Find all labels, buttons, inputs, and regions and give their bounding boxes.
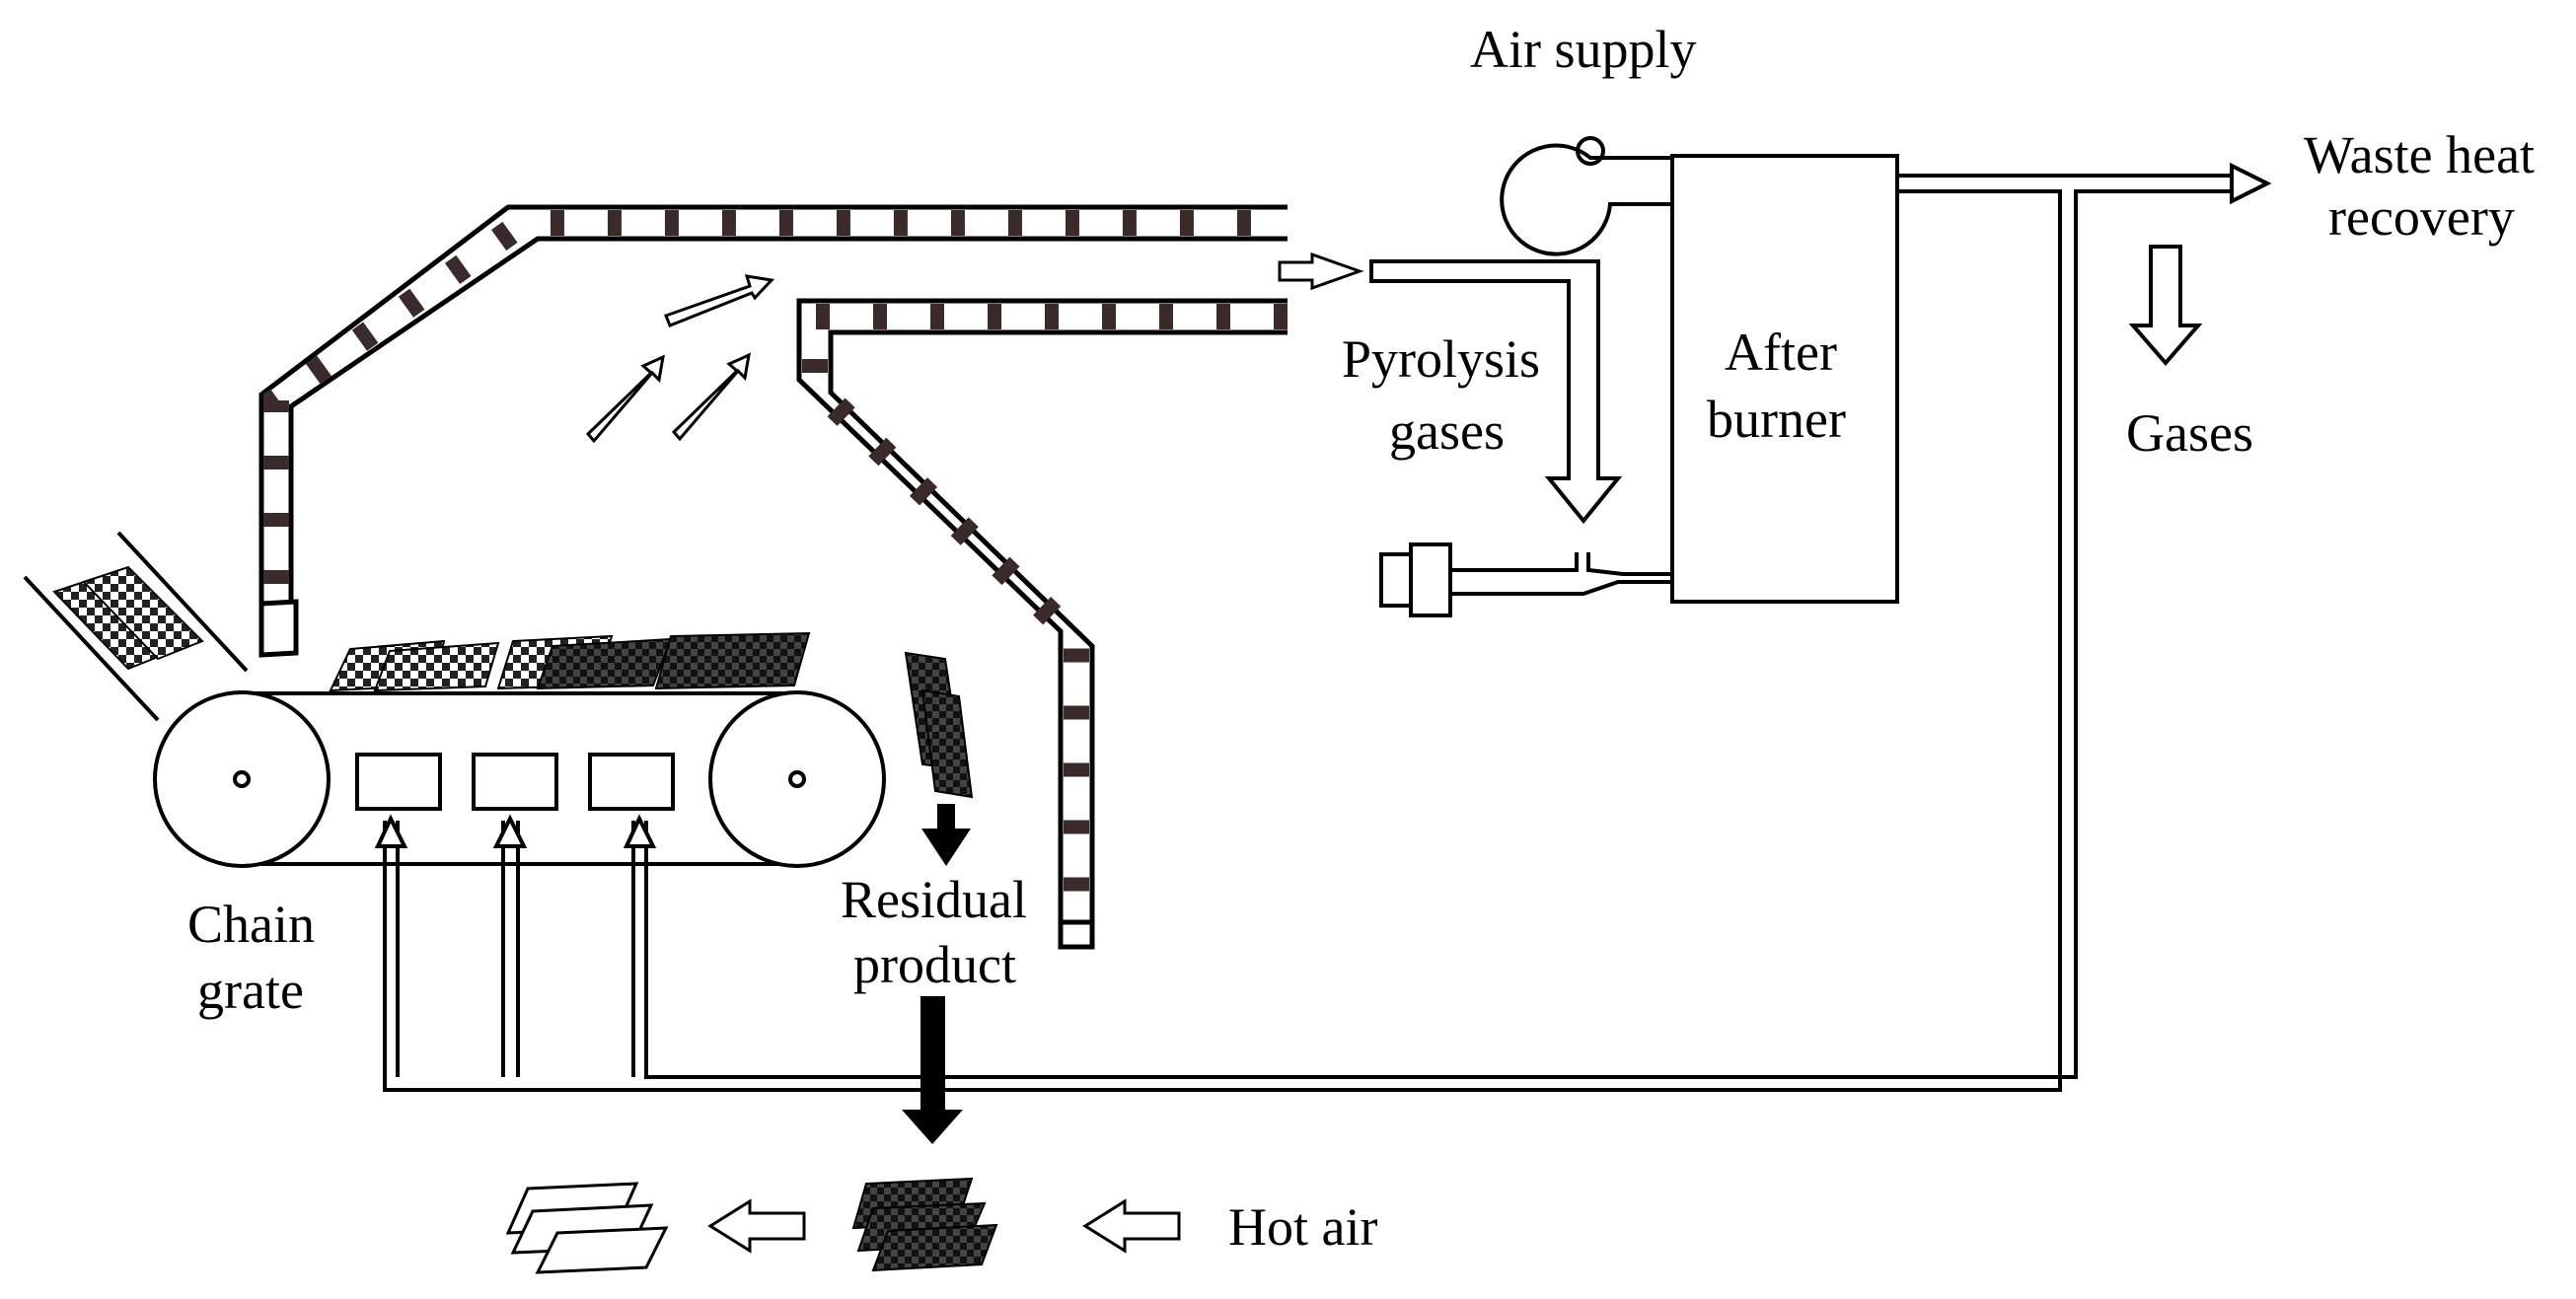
pyrolysis-gases-label-line2: gases: [1389, 401, 1505, 461]
chute-upper-line: [23, 575, 160, 722]
residual-product-label-line2: product: [853, 935, 1016, 994]
residual-product-fall: [904, 651, 974, 799]
gases-label: Gases: [2126, 403, 2253, 463]
hood-right-hatching: [802, 304, 1288, 947]
gas-flow-arrow: [585, 354, 665, 444]
pyrolysis-chamber-hood: [258, 204, 1288, 950]
air-zone-box-2: [472, 753, 558, 811]
hood-left-inner-wall: [288, 236, 1288, 651]
residual-chunk: [920, 688, 974, 799]
chain-grate-label-line1: Chain: [187, 895, 315, 954]
fan-housing: [1500, 143, 1672, 256]
burner-feed-line-top: [1450, 552, 1579, 572]
hood-right-outer-wall: [796, 298, 1288, 947]
gas-flow-arrows: [585, 252, 1364, 444]
left-wheel-axle-icon: [233, 770, 251, 788]
waste-heat-pipe-bottom: [383, 189, 2062, 1092]
cooled-product-arrow: [707, 1198, 806, 1254]
burner-feed-line-bottom: [1450, 580, 1672, 596]
pyrolysis-gas-down-arrow: [1369, 259, 1623, 525]
material-batch-light: [373, 641, 500, 692]
burner-feed-line-join: [1586, 552, 1672, 576]
gas-flow-arrow: [1278, 252, 1364, 291]
recycle-pipe-inner: [644, 189, 2232, 1079]
material-on-grate: [329, 631, 811, 692]
hot-air-inlet-arrow: [1082, 1198, 1181, 1254]
gas-flow-arrow: [671, 352, 751, 442]
chain-grate-label-line2: grate: [197, 961, 304, 1020]
hot-air-up-arrow: [623, 814, 657, 848]
hood-left-hatching: [263, 210, 1288, 641]
hood-left-outer-wall: [258, 204, 1288, 641]
waste-heat-piping: [374, 162, 2272, 1092]
cooled-product-stack: [505, 1182, 669, 1274]
waste-heat-label-line2: recovery: [2328, 187, 2515, 247]
hot-air-label: Hot air: [1228, 1197, 1377, 1257]
gas-flow-arrow: [664, 274, 775, 327]
hood-right-inner-wall: [828, 329, 1288, 947]
fan-hub-icon: [1576, 136, 1605, 166]
feed-chute: [23, 531, 249, 722]
feedstock-sheet: [82, 565, 204, 661]
hot-residual-stack: [851, 1177, 998, 1272]
gases-down-arrow: [2128, 245, 2203, 367]
waste-heat-label-line1: Waste heat: [2304, 125, 2535, 184]
hood-right-end-cap: [1058, 919, 1095, 950]
residual-down-arrow: [921, 804, 971, 866]
hot-air-up-arrow: [374, 814, 408, 848]
right-wheel-axle-icon: [788, 770, 806, 788]
chute-lower-line: [116, 531, 249, 673]
waste-heat-arrowhead: [2230, 162, 2272, 205]
chain-grate-conveyor: [153, 690, 886, 868]
air-zone-box-3: [588, 753, 675, 811]
residual-product-label-line1: Residual: [841, 870, 1027, 929]
cooled-sheet: [535, 1226, 669, 1274]
after-burner-box: [1670, 154, 1899, 604]
air-supply-label: Air supply: [1470, 20, 1697, 79]
air-zone-box-1: [355, 753, 442, 811]
hot-residual-sheet: [871, 1223, 998, 1272]
burner-nozzle-tip-icon: [1409, 542, 1452, 617]
pyrolysis-gases-label-line1: Pyrolysis: [1342, 329, 1540, 389]
pyrolysis-gas-duct: [1369, 259, 1672, 617]
after-burner-label-line1: After: [1725, 323, 1837, 382]
material-batch-dark: [654, 631, 811, 690]
feedstock-on-chute: [52, 565, 204, 671]
residual-discharge-arrow: [902, 996, 963, 1144]
after-burner-label-line2: burner: [1707, 390, 1846, 449]
hot-air-up-arrow: [492, 814, 528, 848]
air-supply-fan: [1500, 136, 1672, 256]
material-batch-mixed: [536, 637, 673, 690]
hood-left-end-cap: [258, 599, 299, 658]
